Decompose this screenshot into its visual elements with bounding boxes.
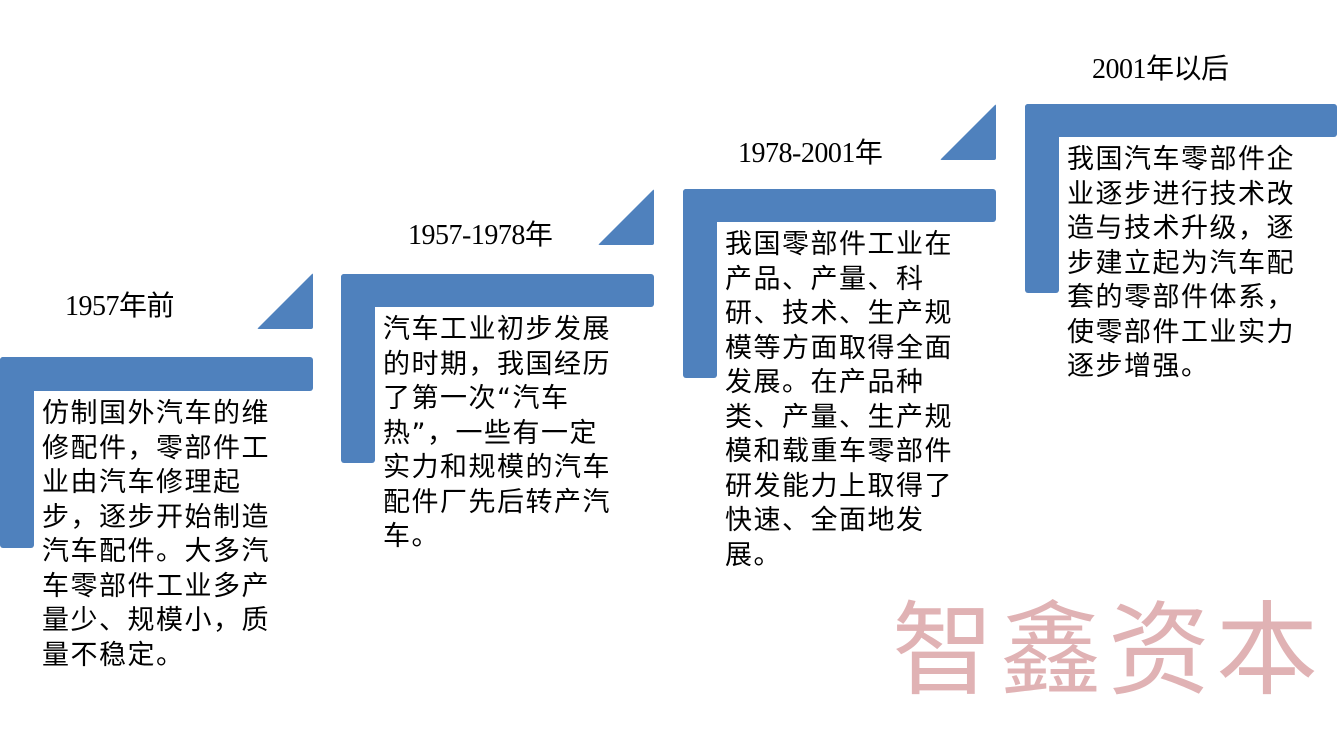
step-1-arrow-triangle [257,273,313,329]
step-2-top-bar [341,274,654,307]
step-2-vertical-bar [341,274,375,463]
step-4-period-label: 2001年以后 [1092,54,1229,85]
step-2-arrow-triangle [598,189,654,245]
watermark-logo-text: 智鑫资本 [892,592,1324,711]
step-2-description: 汽车工业初步发展的时期，我国经历了第一次“汽车热”，一些有一定实力和规模的汽车配… [383,314,611,552]
step-3-period-label: 1978-2001年 [738,138,883,169]
step-3-arrow-triangle [940,104,996,160]
step-1-top-bar [0,357,313,391]
step-2-period-label: 1957-1978年 [408,220,553,251]
step-1-vertical-bar [0,357,34,548]
step-4-top-bar [1025,104,1337,137]
step-1-description: 仿制国外汽车的维修配件，零部件工业由汽车修理起步，逐步开始制造汽车配件。大多汽车… [42,398,270,671]
step-3-description: 我国零部件工业在产品、产量、科研、技术、生产规模等方面取得全面发展。在产品种类、… [725,229,953,571]
step-1-period-label: 1957年前 [65,291,175,322]
step-4-vertical-bar [1025,104,1059,293]
step-3-vertical-bar [683,189,717,378]
step-4-description: 我国汽车零部件企业逐步进行技术改造与技术升级，逐步建立起为汽车配套的零部件体系，… [1067,144,1295,382]
step-3-top-bar [683,189,996,222]
